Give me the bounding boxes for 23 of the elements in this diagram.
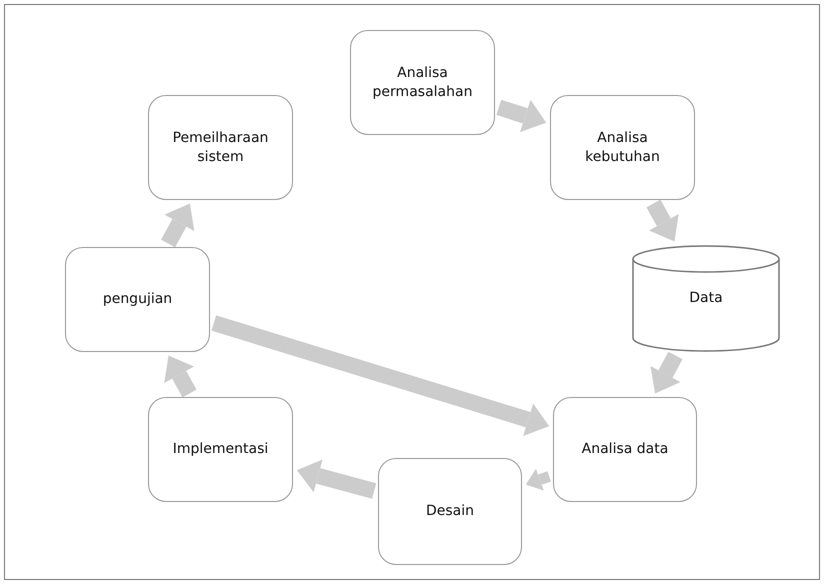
node-label: Data (689, 289, 723, 308)
process-box (553, 397, 697, 502)
block-arrow (211, 315, 550, 436)
node-label: Implementasi (172, 440, 268, 459)
process-box (550, 95, 695, 200)
block-arrow (650, 352, 682, 394)
node-label: pengujian (102, 290, 172, 309)
node-label: Analisa permasalahan (372, 64, 474, 102)
node-label: Analisa kebutuhan (584, 128, 661, 166)
block-arrow (164, 356, 196, 398)
block-arrow (646, 200, 679, 242)
process-box (65, 247, 210, 352)
process-box (148, 397, 293, 502)
node-label: Desain (426, 502, 474, 521)
block-arrow (526, 468, 552, 491)
node-label: Pemeilharaan sistem (172, 128, 270, 166)
node-label: Analisa data (582, 440, 668, 459)
process-box (378, 458, 522, 565)
process-box (350, 30, 495, 135)
block-arrow (496, 100, 546, 132)
process-box (148, 95, 293, 200)
block-arrow (161, 204, 194, 248)
block-arrow (296, 459, 376, 499)
